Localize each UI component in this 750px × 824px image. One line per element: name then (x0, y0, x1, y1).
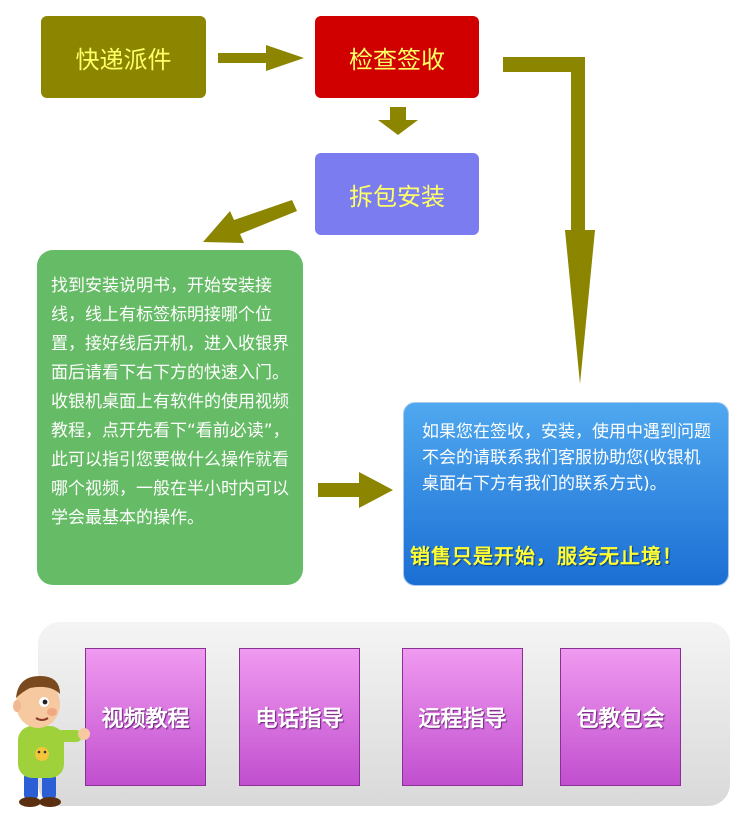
arrow-express-to-inspect (218, 45, 304, 71)
service-phone-guidance-label: 电话指导 (255, 707, 344, 732)
customer-help-text: 如果您在签收，安装，使用中遇到问题不会的请联系我们客服协助您(收银机桌面右下方有… (422, 422, 711, 494)
arrow-inspect-to-unpack (378, 107, 418, 135)
service-remote-guidance: 远程指导 (402, 648, 523, 786)
service-full-teaching-label: 包教包会 (576, 707, 665, 732)
arrow-inspect-to-help (503, 57, 595, 384)
step-inspect-sign: 检查签收 (315, 16, 479, 98)
service-phone-guidance: 电话指导 (239, 648, 360, 786)
arrow-guide-to-help (318, 472, 393, 508)
step-unpack-install: 拆包安装 (315, 153, 479, 235)
customer-help-box: 如果您在签收，安装，使用中遇到问题不会的请联系我们客服协助您(收银机桌面右下方有… (403, 402, 729, 586)
service-remote-guidance-label: 远程指导 (418, 707, 507, 732)
service-video-tutorial: 视频教程 (85, 648, 206, 786)
service-video-tutorial-label: 视频教程 (101, 707, 190, 732)
step-inspect-sign-label: 检查签收 (349, 45, 445, 74)
mascot-boy-illustration (13, 676, 90, 807)
service-slogan: 销售只是开始，服务无止境！ (410, 544, 683, 568)
step-express-delivery: 快递派件 (41, 16, 206, 98)
arrow-unpack-to-guide (203, 200, 297, 243)
service-full-teaching: 包教包会 (560, 648, 681, 786)
installation-guide-text: 找到安装说明书，开始安装接线，线上有标签标明接哪个位置，接好线后开机，进入收银界… (51, 276, 290, 528)
step-unpack-install-label: 拆包安装 (349, 182, 445, 211)
installation-guide-box: 找到安装说明书，开始安装接线，线上有标签标明接哪个位置，接好线后开机，进入收银界… (37, 250, 303, 585)
step-express-delivery-label: 快递派件 (75, 45, 172, 74)
